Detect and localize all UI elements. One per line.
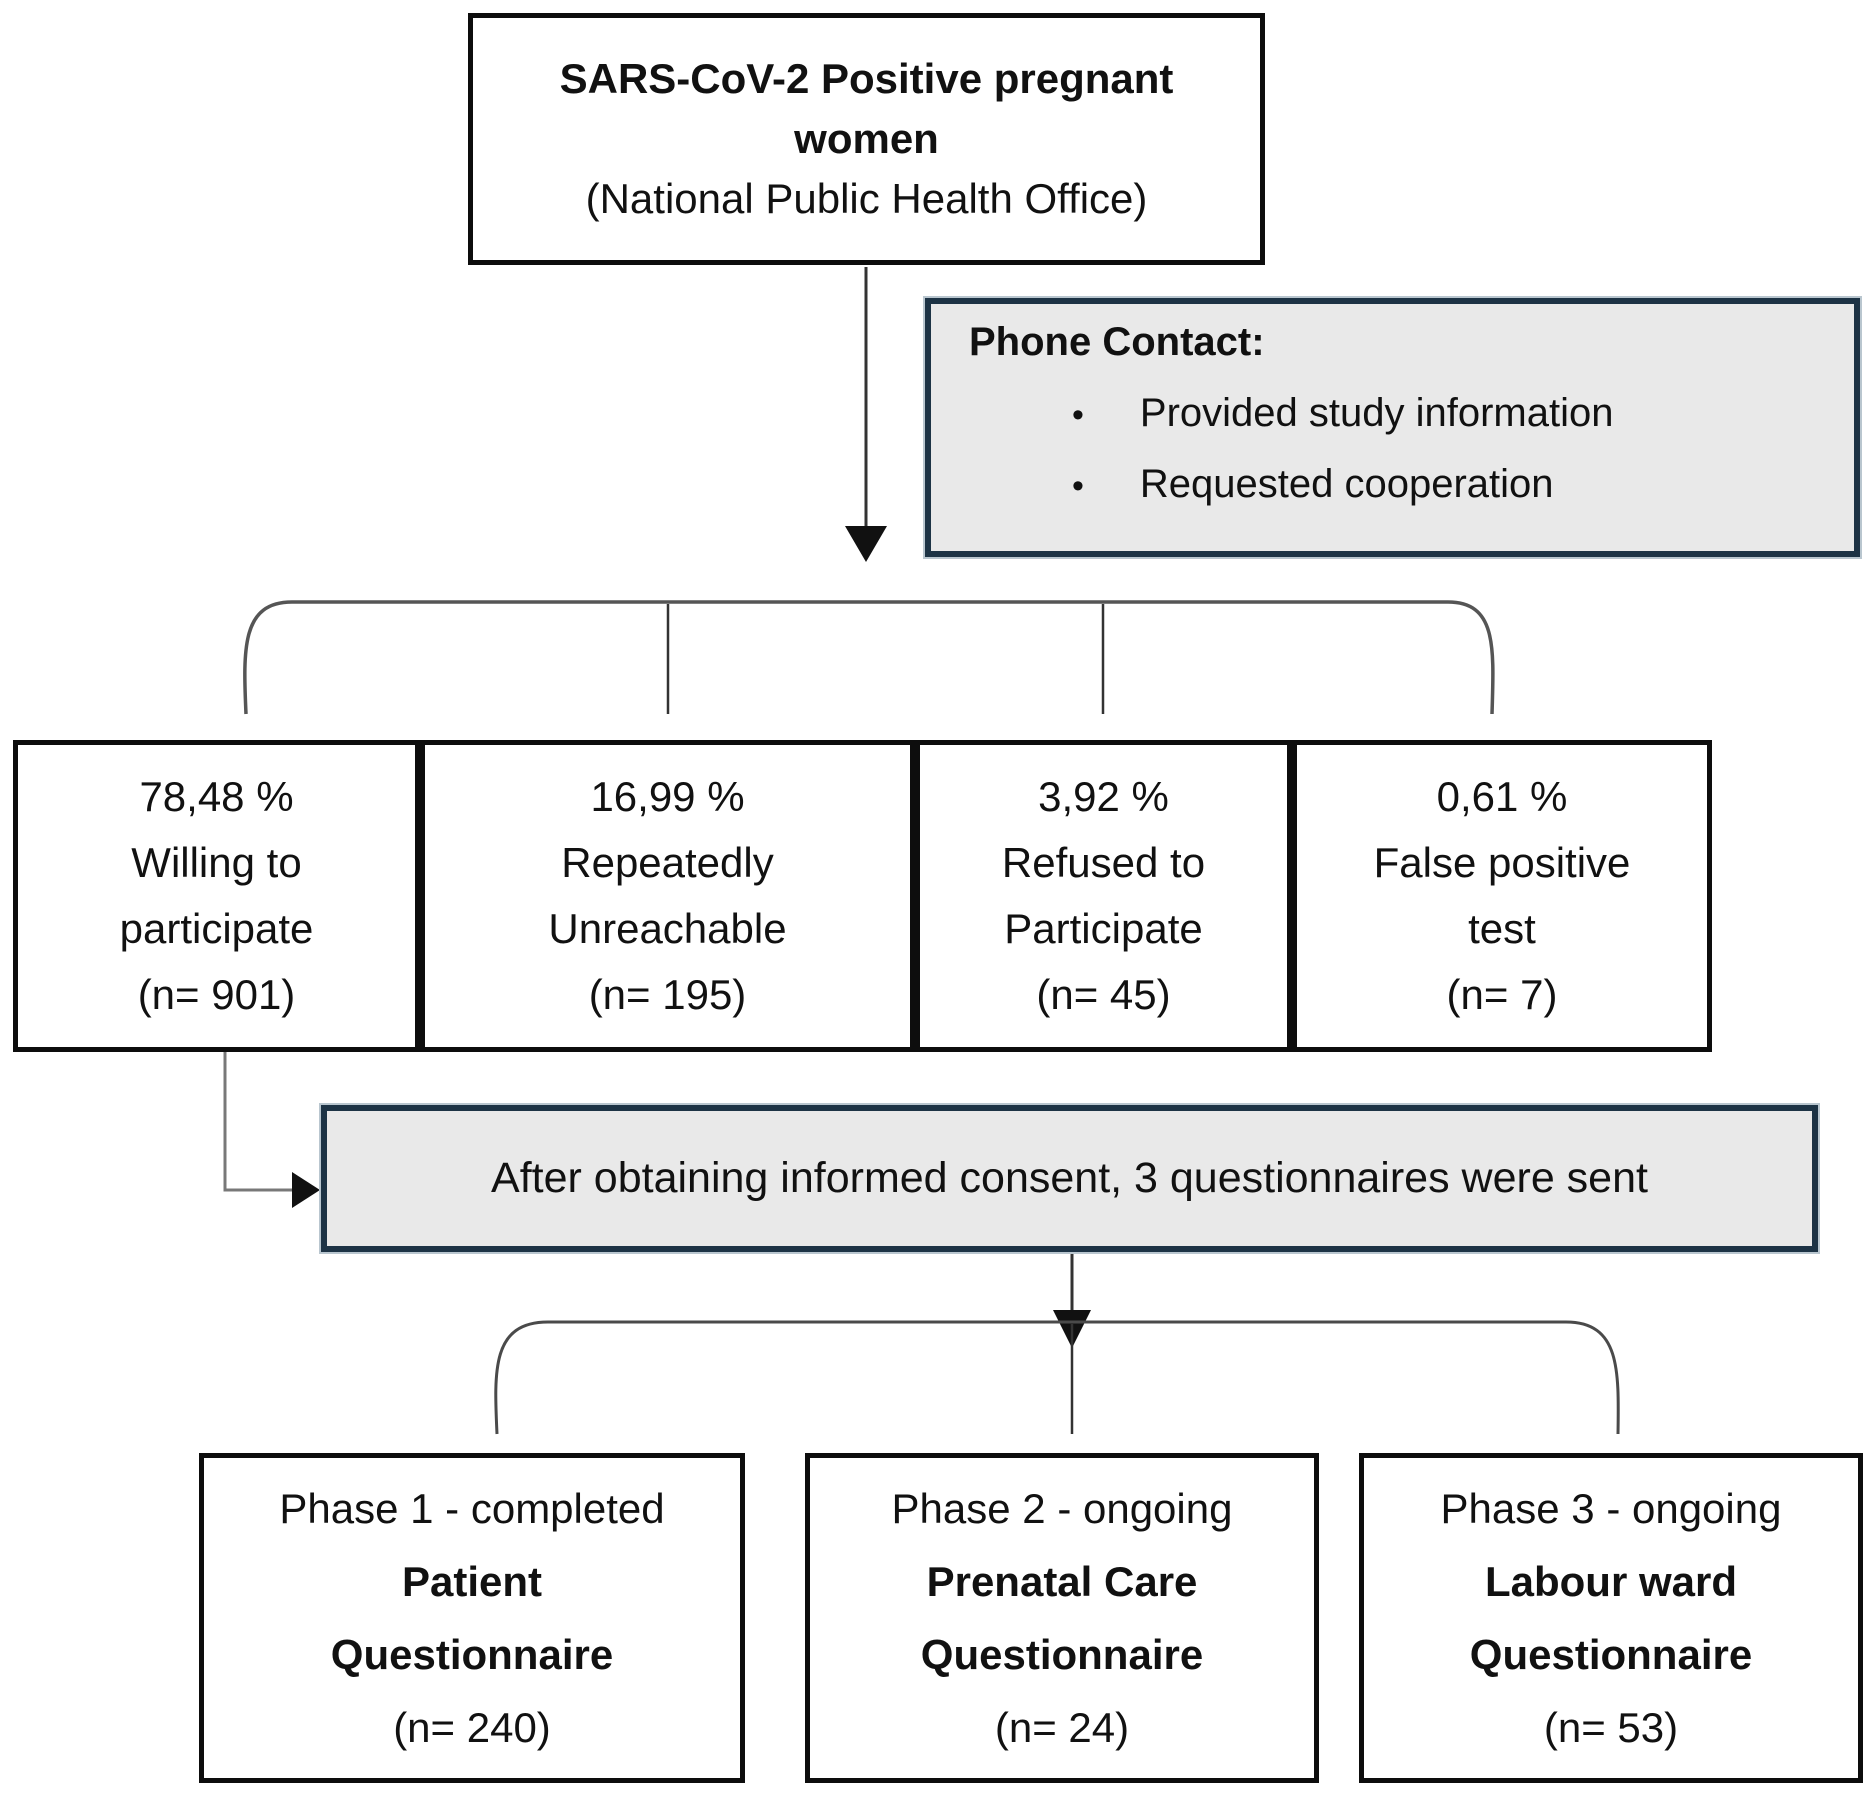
outcome-box-false-positive: 0,61 % False positive test (n= 7) [1292,740,1712,1052]
consent-bar-text: After obtaining informed consent, 3 ques… [491,1154,1648,1202]
outcome-percent: 78,48 % [139,773,294,820]
arrow-down-icon [845,526,887,562]
phase-name-line2: Questionnaire [1469,1631,1753,1678]
phase-n: (n= 240) [393,1704,551,1751]
outcome-label-line1: Refused to [1001,839,1206,886]
bracket-top [243,600,1495,715]
phase-status: Phase 3 - ongoing [1440,1485,1782,1532]
phase-status: Phase 2 - ongoing [891,1485,1233,1532]
outcome-n: (n= 45) [1036,971,1171,1018]
phase-box-patient-questionnaire: Phase 1 - completed Patient Questionnair… [199,1453,745,1783]
outcome-label-line2: Participate [1004,905,1203,952]
outcome-n: (n= 7) [1446,971,1558,1018]
phase-name-line1: Prenatal Care [926,1558,1198,1605]
outcome-box-refused: 3,92 % Refused to Participate (n= 45) [915,740,1292,1052]
phone-contact-bullet-2-text: Requested cooperation [1139,462,1554,506]
source-population-line2: women [794,115,939,162]
outcome-percent: 0,61 % [1436,773,1568,820]
consent-bar: After obtaining informed consent, 3 ques… [319,1103,1820,1254]
outcome-label-line2: Unreachable [548,905,787,952]
source-population-line1: SARS-CoV-2 Positive pregnant [559,55,1174,102]
phase-name-line1: Labour ward [1484,1558,1738,1605]
phase-name-line2: Questionnaire [330,1631,614,1678]
outcome-label-line2: participate [119,905,314,952]
phone-contact-bullet-1: • Provided study information [1072,389,1834,439]
outcome-n: (n= 901) [137,971,296,1018]
bracket-bottom [494,1320,1620,1435]
arrow-right-icon [292,1172,320,1208]
phase-name-line1: Patient [401,1558,543,1605]
outcome-label-line1: Repeatedly [561,839,774,886]
outcome-n: (n= 195) [588,971,747,1018]
elbow-connector [223,1052,294,1192]
outcome-label-line2: test [1468,905,1536,952]
phase-n: (n= 24) [994,1704,1130,1751]
phone-contact-bullet-2: • Requested cooperation [1072,460,1834,510]
phone-contact-bullet-1-text: Provided study information [1139,391,1614,435]
source-population-line3: (National Public Health Office) [585,175,1148,222]
phase-box-labour-ward-questionnaire: Phase 3 - ongoing Labour ward Questionna… [1359,1453,1863,1783]
bullet-icon: • [1072,396,1084,434]
outcome-box-unreachable: 16,99 % Repeatedly Unreachable (n= 195) [420,740,915,1052]
phase-name-line2: Questionnaire [920,1631,1204,1678]
phase-n: (n= 53) [1543,1704,1679,1751]
outcome-box-willing: 78,48 % Willing to participate (n= 901) [13,740,420,1052]
outcome-label-line1: False positive [1373,839,1631,886]
phone-contact-title: Phone Contact: [969,320,1265,364]
bullet-icon: • [1072,467,1084,505]
outcome-label-line1: Willing to [131,839,302,886]
phone-contact-box: Phone Contact: • Provided study informat… [923,296,1862,559]
outcome-percent: 3,92 % [1038,773,1169,820]
outcome-percent: 16,99 % [590,773,745,820]
phase-box-prenatal-care-questionnaire: Phase 2 - ongoing Prenatal Care Question… [805,1453,1319,1783]
source-population-box: SARS-CoV-2 Positive pregnant women (Nati… [468,13,1265,265]
phase-status: Phase 1 - completed [279,1485,665,1532]
